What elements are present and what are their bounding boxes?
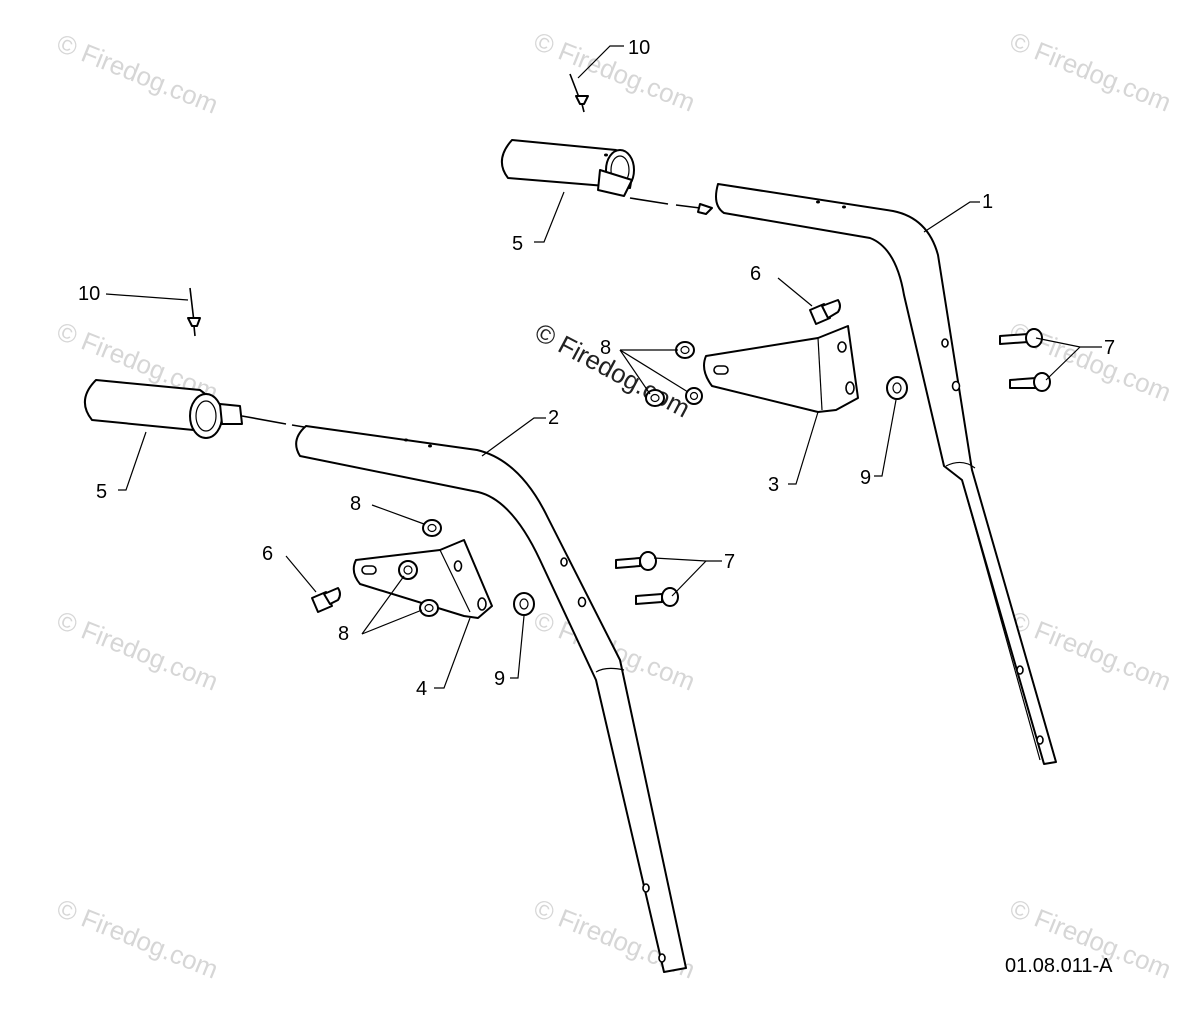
watermark: © Firedog.com	[53, 605, 223, 697]
part-7-bolt	[635, 587, 679, 607]
part-5-lower-grip	[84, 379, 305, 439]
part-2-left-handle	[295, 425, 687, 973]
callout-9: 9	[494, 668, 505, 690]
callout-8: 8	[350, 493, 361, 515]
callout-1: 1	[982, 191, 993, 213]
part-8-nut	[675, 341, 695, 359]
part-9-washer	[886, 376, 908, 400]
callout-7: 7	[724, 551, 735, 573]
callout-4: 4	[416, 678, 427, 700]
callout-8: 8	[600, 337, 611, 359]
watermark: © Firedog.com	[53, 28, 223, 120]
callout-8: 8	[338, 623, 349, 645]
leader-lines	[105, 45, 1102, 689]
part-8-nut	[645, 389, 665, 407]
part-8-nut	[419, 599, 439, 617]
callout-2: 2	[548, 407, 559, 429]
watermark: © Firedog.com	[1006, 26, 1176, 118]
part-1-right-handle	[715, 183, 1057, 765]
part-3-bracket	[703, 325, 859, 413]
part-7-bolt	[999, 328, 1043, 348]
callouts: 1 2 3 4 5 5 6 6 7 7 8 8 8 9 9 10 10	[78, 37, 1115, 700]
part-9-washer	[513, 592, 535, 616]
callout-10: 10	[628, 37, 650, 59]
callout-5: 5	[512, 233, 523, 255]
callout-9: 9	[860, 467, 871, 489]
part-10-rivet-upper	[569, 73, 589, 113]
part-7-bolt	[615, 551, 657, 571]
part-6-bolt-lower	[311, 587, 341, 613]
part-5-upper-grip	[501, 139, 713, 215]
part-10-rivet-lower	[187, 287, 201, 337]
watermark: © Firedog.com	[530, 26, 700, 118]
part-8-nut	[398, 560, 418, 580]
callout-7: 7	[1104, 337, 1115, 359]
callout-10: 10	[78, 283, 100, 305]
callout-6: 6	[750, 263, 761, 285]
callout-3: 3	[768, 474, 779, 496]
part-7-bolt	[1009, 372, 1051, 392]
part-4-bracket	[352, 539, 493, 619]
part-6-bolt-upper	[809, 299, 841, 325]
figure-code: 01.08.011-A	[1005, 955, 1113, 977]
watermark: © Firedog.com	[53, 893, 223, 985]
part-8-nut	[422, 519, 442, 537]
callout-6: 6	[262, 543, 273, 565]
part-8-nut	[685, 387, 703, 405]
callout-5: 5	[96, 481, 107, 503]
